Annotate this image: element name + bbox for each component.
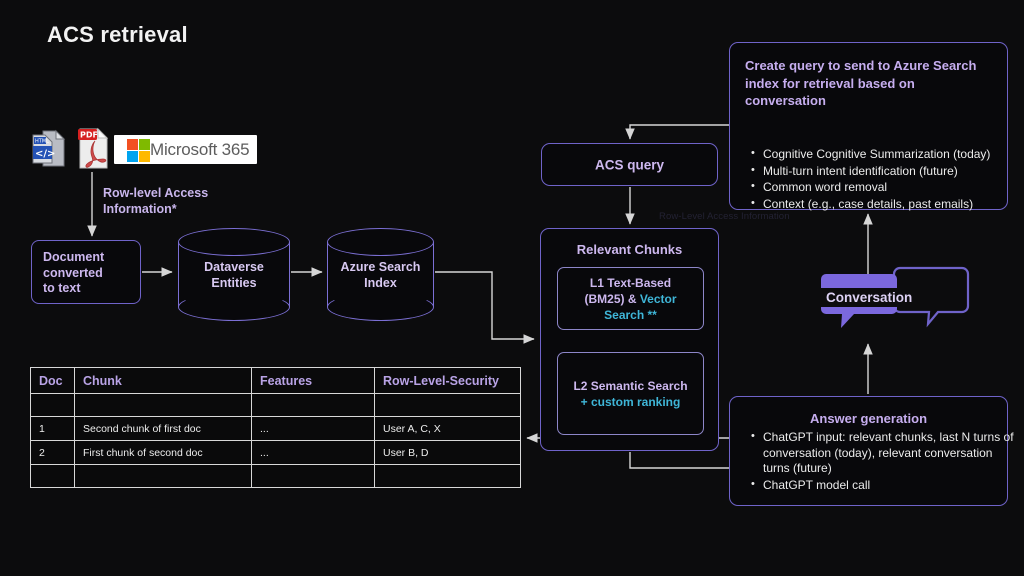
cell-features: ... [251, 416, 375, 441]
l1-line2-plain: (BM25) & [584, 291, 640, 306]
cell-chunk: Second chunk of first doc [74, 416, 252, 441]
dataverse-entities-cylinder: Dataverse Entities [178, 228, 290, 321]
svg-text:HTML: HTML [35, 139, 49, 145]
cylinder-top [178, 228, 290, 256]
azure-index-line1: Azure Search [340, 259, 421, 274]
html-file-icon: HTML </> [30, 128, 66, 170]
cell-chunk [74, 393, 252, 417]
cylinder-bottom [327, 293, 434, 321]
document-box-line2: converted [43, 265, 103, 280]
create-query-title-line1: Create query to send to Azure Search [745, 58, 977, 73]
table-row: 2 First chunk of second doc ... User B, … [30, 440, 521, 465]
microsoft-365-logo: Microsoft 365 [114, 135, 257, 164]
page-title: ACS retrieval [47, 22, 188, 47]
dataverse-line1: Dataverse [204, 259, 264, 274]
document-box-label: Document converted to text [43, 250, 104, 297]
relevant-chunks-box: Relevant Chunks L1 Text-Based (BM25) & V… [540, 228, 719, 451]
table: Doc Chunk Features Row-Level-Security 1 … [30, 367, 521, 488]
azure-search-index-cylinder: Azure Search Index [327, 228, 434, 321]
document-box-line1: Document [43, 250, 105, 264]
col-header-features: Features [251, 367, 375, 394]
cell-security: User B, D [374, 440, 521, 465]
cell-security [374, 393, 521, 417]
list-item: Common word removal [751, 179, 1018, 196]
list-item: ChatGPT model call [751, 477, 1015, 494]
arrow-index-to-chunks [435, 271, 535, 344]
l2-text: L2 Semantic Search + custom ranking [558, 378, 703, 410]
cell-doc [30, 393, 75, 417]
cell-features: ... [251, 440, 375, 465]
dataverse-line2: Entities [211, 275, 257, 290]
table-header-row: Doc Chunk Features Row-Level-Security [30, 367, 521, 394]
cell-doc: 1 [30, 416, 75, 441]
cell-doc: 2 [30, 440, 75, 465]
relevant-chunks-header: Relevant Chunks [576, 242, 683, 257]
ms-square-blue [127, 151, 138, 162]
l1-line2-teal: Vector [639, 291, 677, 306]
l1-line2: (BM25) & Vector [558, 291, 703, 307]
cylinder-top [327, 228, 434, 256]
l2-line2: + custom ranking [580, 394, 681, 409]
row-level-access-line1: Row-level Access [103, 186, 209, 200]
conversation-bubble-outline [892, 266, 970, 328]
cell-security [374, 464, 521, 488]
col-header-chunk: Chunk [74, 367, 252, 394]
row-level-access-label: Row-level Access Information* [103, 185, 208, 217]
list-item: ChatGPT input: relevant chunks, last N t… [751, 429, 1015, 477]
row-level-access-line2: Information* [103, 202, 177, 216]
col-header-doc: Doc [30, 367, 75, 394]
l2-semantic-search-box: L2 Semantic Search + custom ranking [557, 352, 704, 435]
pdf-file-icon: PDF [76, 127, 109, 170]
table-row [30, 393, 521, 417]
conversation-label: Conversation [820, 288, 919, 307]
dataverse-label: Dataverse Entities [178, 259, 290, 291]
acs-query-box: ACS query [541, 143, 718, 186]
cell-features [251, 393, 375, 417]
document-converted-box: Document converted to text [31, 240, 141, 304]
answer-generation-panel: Answer generation ChatGPT input: relevan… [729, 396, 1014, 506]
microsoft-365-label: Microsoft 365 [150, 139, 250, 159]
table-row [30, 464, 521, 488]
l1-line1: L1 Text-Based [589, 275, 672, 290]
cell-doc [30, 464, 75, 488]
cell-security: User A, C, X [374, 416, 521, 441]
create-query-bullets: Cognitive Cognitive Summarization (today… [742, 146, 1018, 213]
l1-line3: Search ** [604, 307, 657, 322]
arrow-querypanel-to-acsquery [625, 124, 729, 140]
l1-text: L1 Text-Based (BM25) & Vector Search ** [558, 275, 703, 323]
answer-generation-title: Answer generation [809, 411, 928, 426]
list-item: Context (e.g., case details, past emails… [751, 196, 1018, 213]
azure-index-line2: Index [364, 275, 397, 290]
table-row: 1 Second chunk of first doc ... User A, … [30, 416, 521, 441]
create-query-title-line2: index for retrieval based on [745, 75, 915, 91]
answer-generation-bullets: ChatGPT input: relevant chunks, last N t… [742, 429, 1015, 494]
svg-text:PDF: PDF [80, 131, 98, 140]
cell-chunk [74, 464, 252, 488]
document-box-line3: to text [43, 281, 81, 295]
ms-square-red [127, 139, 138, 150]
create-query-title-line3: conversation [745, 93, 826, 108]
ms-square-green [139, 139, 150, 150]
azure-index-label: Azure Search Index [327, 259, 434, 291]
conversation-group: Conversation [812, 264, 972, 336]
list-item: Multi-turn intent identification (future… [751, 163, 1018, 180]
acs-query-label: ACS query [594, 157, 665, 172]
cell-chunk: First chunk of second doc [74, 440, 252, 465]
create-query-panel: Create query to send to Azure Search ind… [729, 42, 1008, 211]
chunk-table: Doc Chunk Features Row-Level-Security 1 … [30, 367, 521, 488]
l1-text-based-box: L1 Text-Based (BM25) & Vector Search ** [557, 267, 704, 330]
create-query-title: Create query to send to Azure Search ind… [745, 57, 993, 110]
cell-features [251, 464, 375, 488]
col-header-security: Row-Level-Security [374, 367, 521, 394]
list-item: Cognitive Cognitive Summarization (today… [751, 146, 1018, 163]
ms-square-yellow [139, 151, 150, 162]
cylinder-bottom [178, 293, 290, 321]
row-level-access-faint-label: Row-Level Access Information [659, 211, 790, 222]
l2-line1: L2 Semantic Search [573, 378, 688, 393]
svg-text:</>: </> [35, 149, 55, 160]
